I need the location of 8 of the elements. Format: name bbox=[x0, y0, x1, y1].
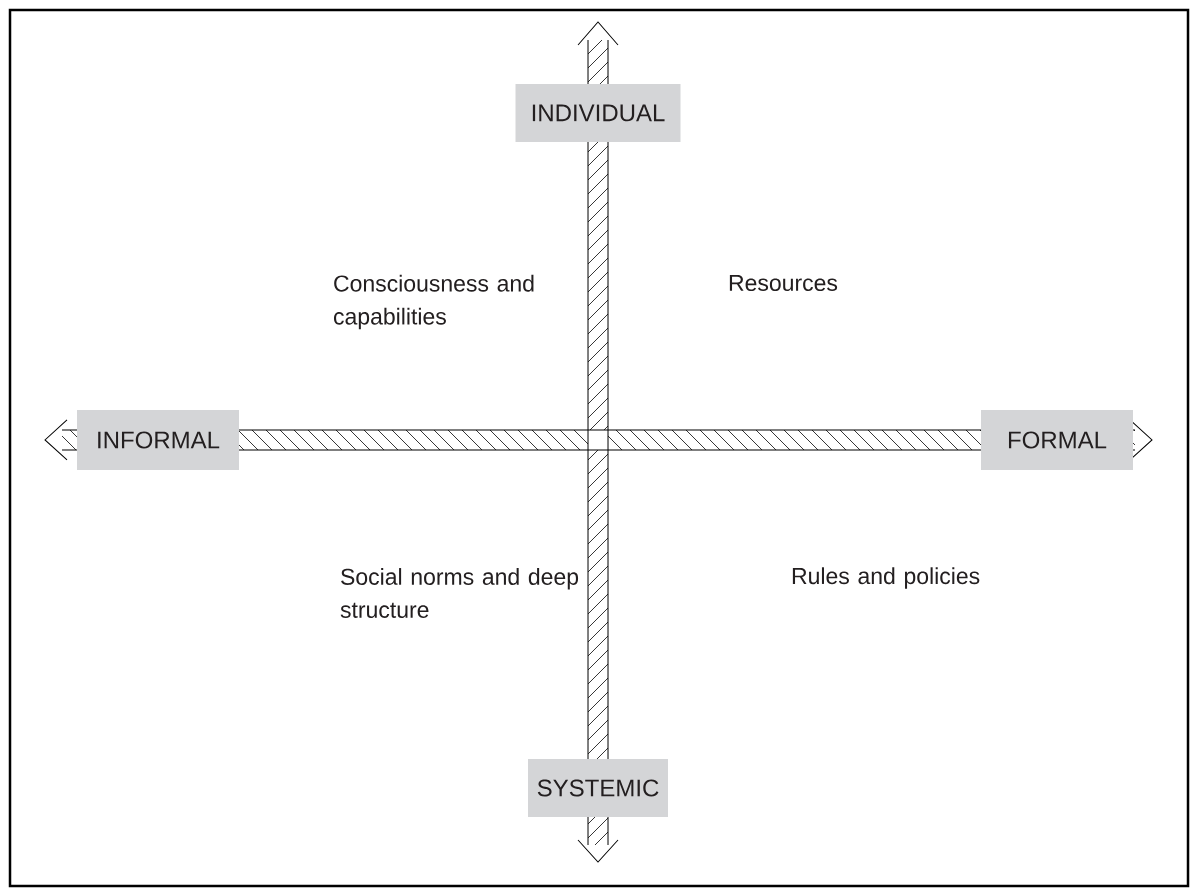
axis-label-box: SYSTEMIC bbox=[528, 759, 668, 817]
quadrant-label: Consciousness and capabilities bbox=[334, 274, 534, 330]
axis-label-box: INFORMAL bbox=[77, 410, 239, 470]
axis-label-box: INDIVIDUAL bbox=[515, 84, 681, 142]
quadrant-label: Rules and policies bbox=[792, 567, 980, 589]
axis-label-box: FORMAL bbox=[981, 410, 1133, 470]
quadrant-label: Resources bbox=[729, 274, 838, 291]
quadrant-label: Social norms and deep structure bbox=[340, 568, 579, 618]
